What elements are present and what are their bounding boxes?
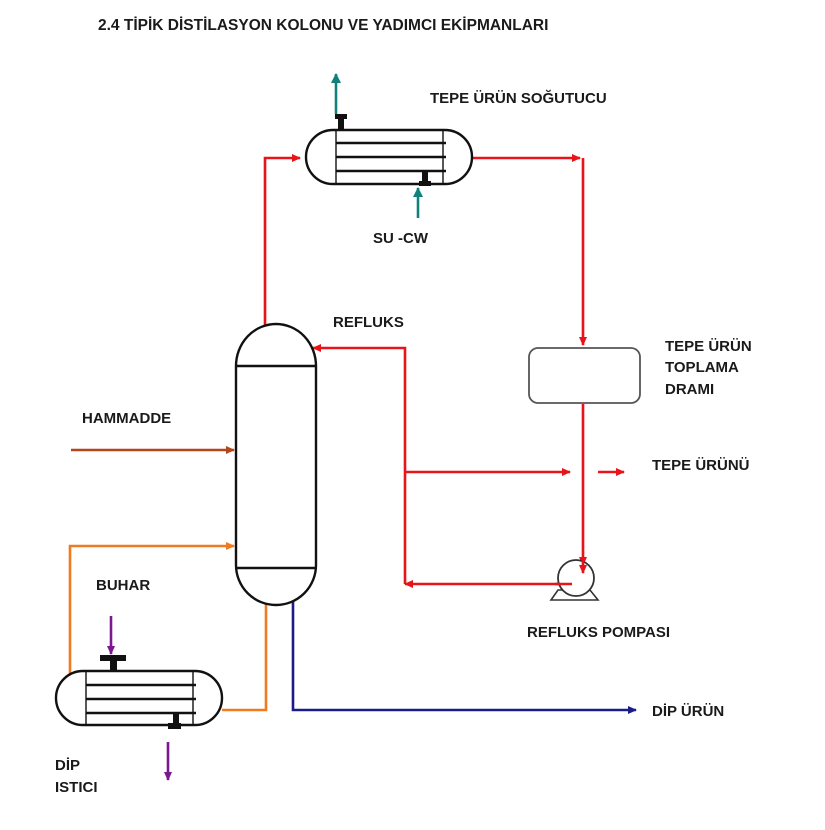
cw-outlet-nozzle — [335, 114, 347, 119]
bottom-product-line — [291, 600, 637, 714]
cw-inlet-nozzle — [422, 172, 428, 182]
reboiler-feed-line — [222, 602, 268, 712]
overhead-condenser — [304, 114, 474, 186]
bottom-product-label: DİP ÜRÜN — [652, 703, 724, 720]
reflux-drum — [528, 347, 641, 404]
condensate-nozzle — [173, 714, 179, 724]
diagram-title: 2.4 TİPİK DİSTİLASYON KOLONU VE YADIMCI … — [98, 17, 548, 34]
reboiler — [54, 655, 224, 729]
reboiler-label-line2: ISTICI — [55, 779, 98, 796]
drum-label-line1: TEPE ÜRÜN — [665, 338, 752, 355]
steam-label: BUHAR — [96, 577, 150, 594]
cooling-water-label: SU -CW — [373, 230, 429, 247]
top-product-label: TEPE ÜRÜNÜ — [652, 457, 750, 474]
reflux-pump-label: REFLUKS POMPASI — [527, 624, 670, 641]
reboiler-label-line1: DİP — [55, 757, 80, 774]
reboiler-return-line — [68, 542, 235, 684]
drum-label-line2: TOPLAMA — [665, 359, 739, 376]
feed-label: HAMMADDE — [82, 410, 171, 427]
reflux-pump — [549, 558, 600, 601]
reflux-return-line — [312, 344, 407, 584]
distillation-column — [234, 322, 318, 607]
drum-label-line3: DRAMI — [665, 381, 714, 398]
reflux-label: REFLUKS — [333, 314, 404, 331]
condenser-label: TEPE ÜRÜN SOĞUTUCU — [430, 89, 607, 107]
steam-inlet-nozzle — [100, 655, 126, 661]
overhead-vapor-line — [263, 154, 301, 325]
